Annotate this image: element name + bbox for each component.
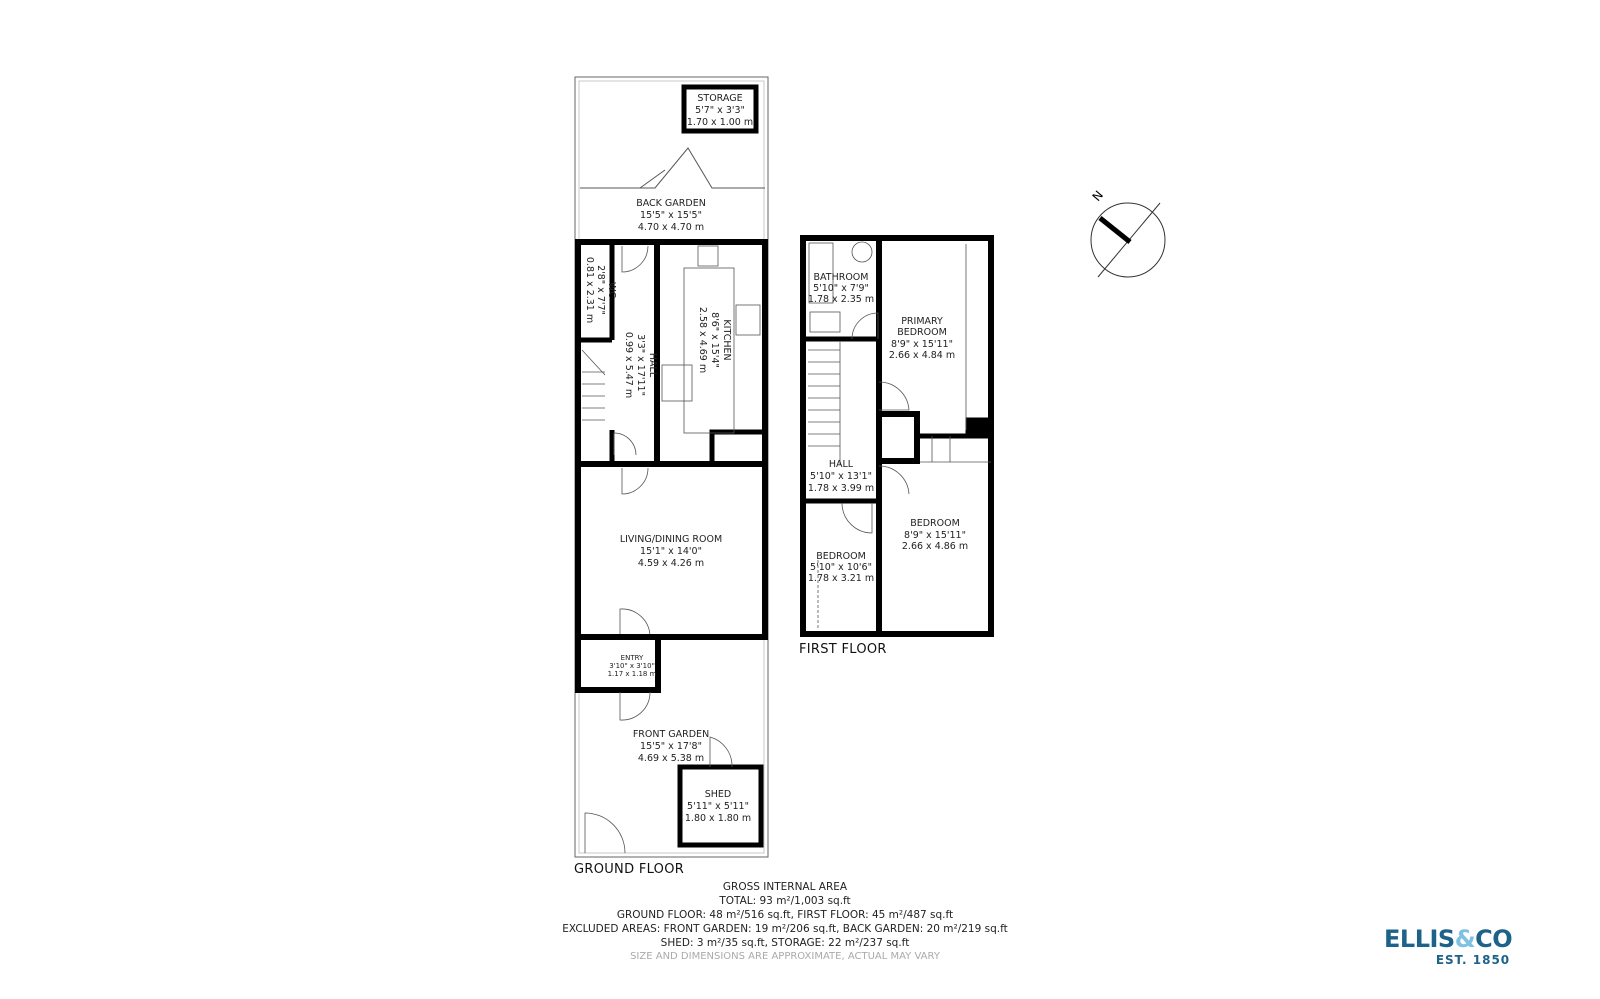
- entry-walls: [575, 634, 661, 693]
- svg-text:ENTRY: ENTRY: [621, 654, 644, 662]
- svg-text:1.70 x 1.00 m: 1.70 x 1.00 m: [687, 117, 753, 128]
- svg-text:15'5" x 15'5": 15'5" x 15'5": [640, 210, 702, 221]
- area-summary: GROSS INTERNAL AREA TOTAL: 93 m²/1,003 s…: [560, 881, 1010, 964]
- svg-text:1.78 x 2.35 m: 1.78 x 2.35 m: [808, 294, 874, 305]
- svg-text:0.81 x 2.31 m: 0.81 x 2.31 m: [584, 257, 595, 323]
- storage-walls: [681, 84, 759, 134]
- svg-text:FRONT GARDEN: FRONT GARDEN: [633, 729, 709, 740]
- svg-text:0.99 x 5.47 m: 0.99 x 5.47 m: [623, 332, 634, 398]
- svg-text:5'11" x 5'11": 5'11" x 5'11": [687, 801, 749, 812]
- svg-text:PRIMARY: PRIMARY: [901, 316, 943, 327]
- ground-floor-label: GROUND FLOOR: [574, 862, 685, 877]
- svg-text:STORAGE: STORAGE: [697, 93, 742, 104]
- svg-text:2'8" x 7'7": 2'8" x 7'7": [595, 265, 606, 315]
- svg-text:3'3" x 17'11": 3'3" x 17'11": [635, 334, 646, 396]
- svg-text:BATHROOM: BATHROOM: [814, 272, 869, 283]
- svg-text:HALL: HALL: [647, 353, 658, 378]
- first-floor-label: FIRST FLOOR: [799, 642, 887, 657]
- svg-text:15'1" x 14'0": 15'1" x 14'0": [640, 546, 702, 557]
- area-floors: GROUND FLOOR: 48 m²/516 sq.ft, FIRST FLO…: [616, 909, 954, 921]
- svg-text:8'9" x 15'11": 8'9" x 15'11": [904, 530, 966, 541]
- room-wc: WC2'8" x 7'7"0.81 x 2.31 m: [584, 257, 617, 323]
- svg-text:2.66 x 4.84 m: 2.66 x 4.84 m: [889, 350, 955, 361]
- svg-text:5'7" x 3'3": 5'7" x 3'3": [695, 105, 745, 116]
- area-title: GROSS INTERNAL AREA: [722, 881, 848, 893]
- disclaimer: SIZE AND DIMENSIONS ARE APPROXIMATE, ACT…: [630, 951, 940, 962]
- svg-text:8'6" x 15'4": 8'6" x 15'4": [709, 312, 720, 368]
- svg-text:8'9" x 15'11": 8'9" x 15'11": [891, 339, 953, 350]
- svg-text:BACK GARDEN: BACK GARDEN: [636, 198, 706, 209]
- svg-text:5'10" x 7'9": 5'10" x 7'9": [813, 283, 869, 294]
- svg-text:BEDROOM: BEDROOM: [816, 551, 866, 562]
- svg-text:LIVING/DINING ROOM: LIVING/DINING ROOM: [620, 534, 722, 545]
- svg-text:3'10" x 3'10": 3'10" x 3'10": [609, 662, 655, 670]
- svg-text:1.17 x 1.18 m: 1.17 x 1.18 m: [608, 670, 657, 678]
- shed-walls: [677, 764, 764, 848]
- svg-text:BEDROOM: BEDROOM: [897, 327, 947, 338]
- svg-text:SHED: SHED: [705, 789, 732, 800]
- svg-text:1.78 x 3.21 m: 1.78 x 3.21 m: [808, 573, 874, 584]
- svg-text:WC: WC: [606, 282, 617, 298]
- svg-text:4.70 x 4.70 m: 4.70 x 4.70 m: [638, 222, 704, 233]
- ground-floor-plan: [574, 76, 769, 858]
- svg-text:1.80 x 1.80 m: 1.80 x 1.80 m: [685, 813, 751, 824]
- ellis-co-logo: ELLIS&CO EST. 1850: [1384, 925, 1513, 967]
- svg-text:1.78 x 3.99 m: 1.78 x 3.99 m: [808, 483, 874, 494]
- svg-text:5'10" x 10'6": 5'10" x 10'6": [810, 562, 872, 573]
- svg-text:5'10" x 13'1": 5'10" x 13'1": [810, 471, 872, 482]
- svg-text:2.66 x 4.86 m: 2.66 x 4.86 m: [902, 541, 968, 552]
- svg-text:15'5" x 17'8": 15'5" x 17'8": [640, 741, 702, 752]
- svg-text:KITCHEN: KITCHEN: [721, 319, 732, 360]
- area-excluded: EXCLUDED AREAS: FRONT GARDEN: 19 m²/206 …: [562, 923, 1008, 935]
- north-arrow-icon: N: [1090, 188, 1166, 278]
- area-excluded-2: SHED: 3 m²/35 sq.ft, STORAGE: 22 m²/237 …: [660, 937, 910, 949]
- area-total: TOTAL: 93 m²/1,003 sq.ft: [719, 895, 851, 907]
- first-floor-plan: [800, 235, 994, 637]
- svg-text:HALL: HALL: [829, 459, 854, 470]
- svg-text:4.59 x 4.26 m: 4.59 x 4.26 m: [638, 558, 704, 569]
- svg-text:BEDROOM: BEDROOM: [910, 518, 960, 529]
- svg-text:4.69 x 5.38 m: 4.69 x 5.38 m: [638, 753, 704, 764]
- svg-text:2.58 x 4.69 m: 2.58 x 4.69 m: [697, 307, 708, 373]
- north-label: N: [1090, 188, 1106, 204]
